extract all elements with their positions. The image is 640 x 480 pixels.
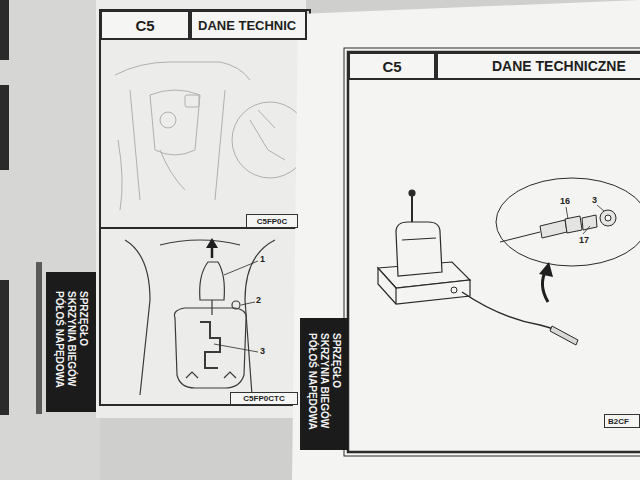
console-sketch (115, 62, 308, 210)
callout-number: 2 (255, 295, 262, 305)
header-text: C5FP0C (257, 217, 288, 226)
direction-arrow (206, 238, 218, 248)
header-text: DANE TECHNICZNE (492, 58, 626, 74)
header-text: C5 (382, 58, 401, 75)
header-text: B2CF (608, 417, 629, 426)
figure-code: C5FP0CTC (230, 392, 298, 405)
section-code: C5 (348, 52, 436, 80)
cable-end (550, 326, 578, 345)
header-text: C5 (135, 17, 154, 34)
figure-code: C5FP0C (246, 214, 298, 228)
dark-strip (0, 280, 9, 415)
cable-clip (451, 287, 457, 293)
leader-line (214, 261, 258, 352)
callout-number: 1 (259, 254, 266, 264)
dark-strip (0, 0, 9, 60)
header-text: C5FP0CTC (243, 394, 284, 403)
leader-line (566, 205, 604, 234)
chapter-tab: SPRZĘGŁO SKRZYNIA BIEGÓW PÓŁOŚ NAPĘDOWA (300, 318, 348, 450)
page-edge (36, 262, 42, 414)
detail-oval (496, 178, 640, 266)
cable-fitting (500, 210, 616, 242)
page-frame (344, 48, 640, 456)
section-title: DANE TECHNIC (190, 10, 307, 40)
header-text: DANE TECHNIC (198, 18, 296, 33)
section-code: C5 (100, 10, 190, 40)
callout-number: 3 (591, 195, 598, 205)
shifter-assembly (378, 190, 470, 304)
pointer-arrow (539, 262, 553, 277)
chapter-tab: SPRZĘGŁO SKRZYNIA BIEGÓW PÓŁOŚ NAPĘDOWA (46, 272, 96, 412)
page-frame (100, 10, 310, 405)
page-frame (348, 52, 640, 452)
back-page (96, 0, 306, 418)
callout-number: 16 (559, 196, 571, 206)
callout-number: 17 (578, 235, 590, 245)
dark-strip (0, 85, 9, 170)
figure-code: B2CF (604, 414, 640, 428)
tab-text: SPRZĘGŁO SKRZYNIA BIEGÓW PÓŁOŚ NAPĘDOWA (306, 333, 342, 435)
background (0, 0, 100, 480)
gear-console (125, 240, 275, 395)
section-title: DANE TECHNICZNE (436, 52, 640, 80)
tab-text: SPRZĘGŁO SKRZYNIA BIEGÓW PÓŁOŚ NAPĘDOWA (53, 291, 89, 393)
callout-number: 3 (259, 346, 266, 356)
